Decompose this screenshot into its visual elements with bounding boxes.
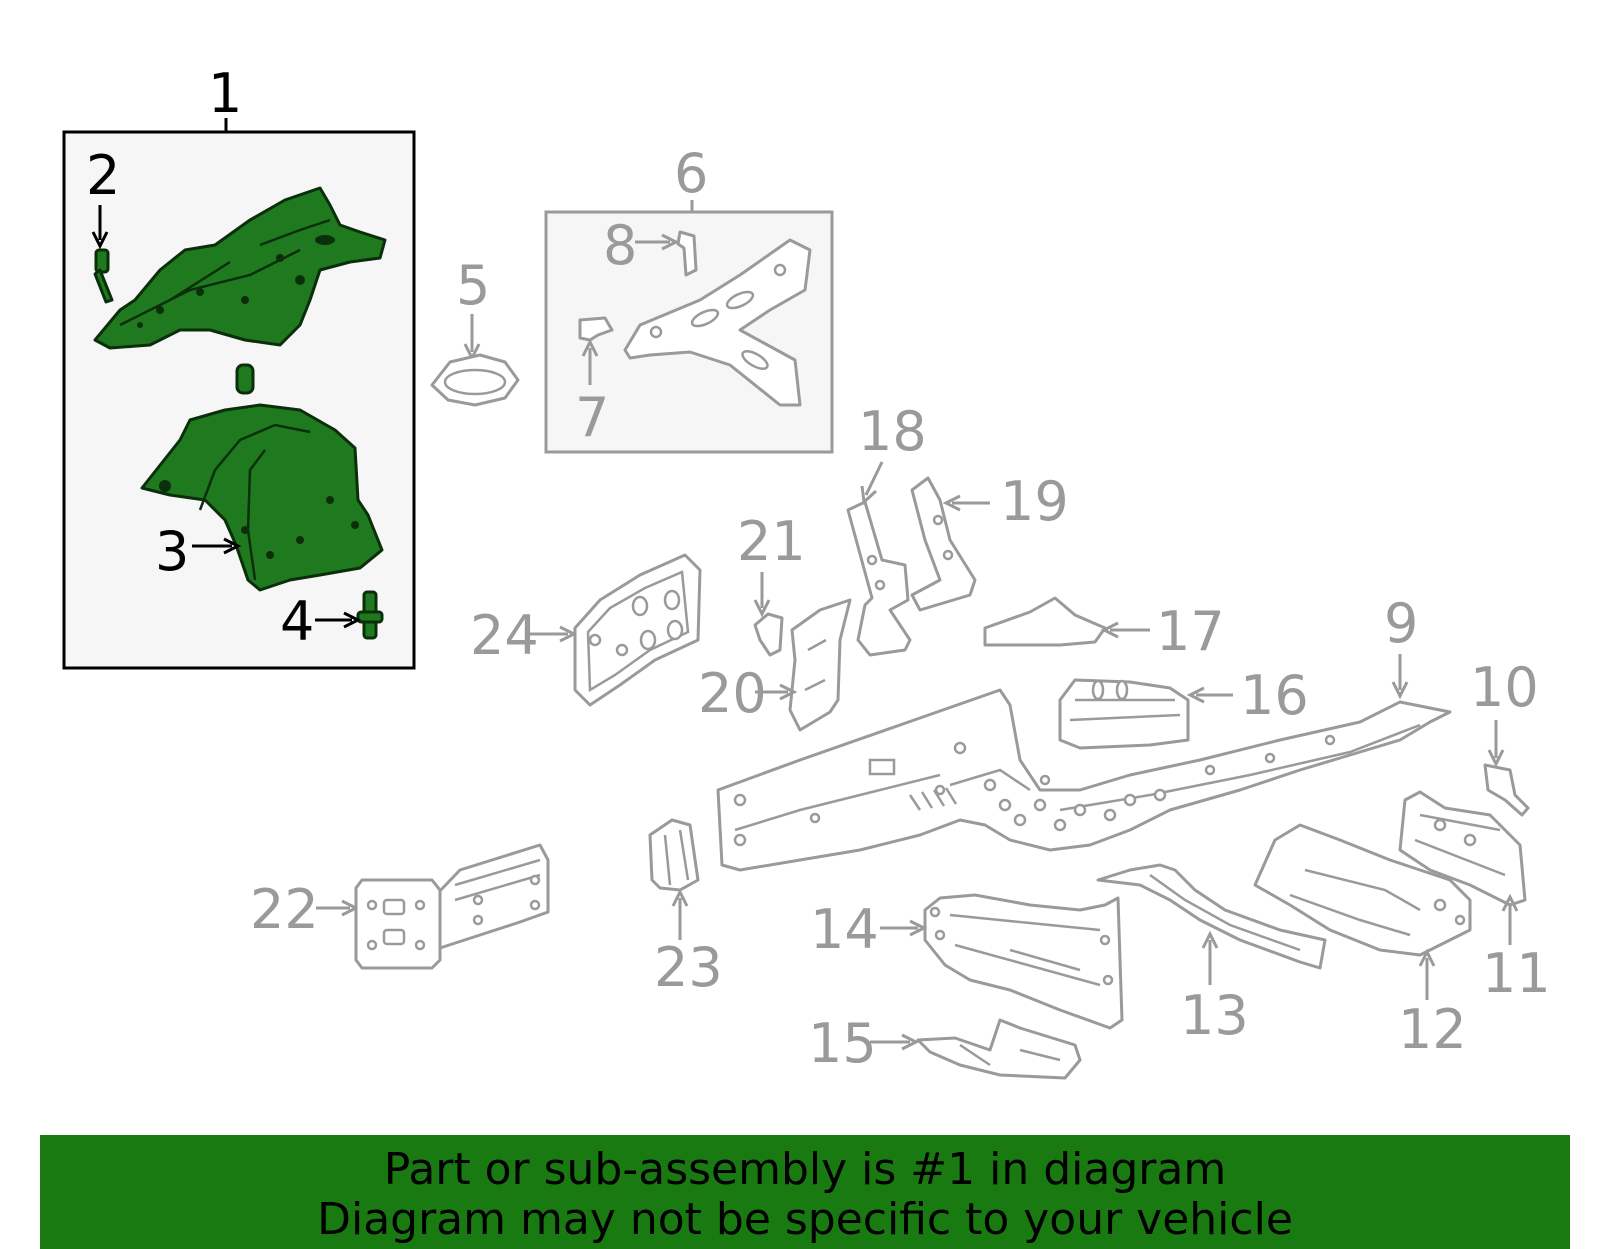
callout-13[interactable]: 13: [1180, 984, 1249, 1047]
arrow-18: [860, 461, 884, 506]
part-plate-24[interactable]: [573, 553, 702, 707]
part-crush-can-22[interactable]: [354, 843, 550, 970]
callout-1[interactable]: 1: [208, 62, 242, 125]
part-bracket-15[interactable]: [916, 1018, 1082, 1080]
arrow-3: [192, 537, 242, 555]
part-cap-5[interactable]: [430, 353, 520, 407]
part-wheelhouse[interactable]: [140, 363, 384, 592]
part-brace-19[interactable]: [910, 476, 977, 612]
arrow-13: [1201, 930, 1219, 985]
part-pillar-18[interactable]: [846, 500, 912, 657]
arrow-14: [880, 919, 928, 937]
callout-18[interactable]: 18: [858, 400, 927, 463]
part-clip-8[interactable]: [676, 230, 698, 277]
disclaimer-banner: Part or sub-assembly is #1 in diagram Di…: [40, 1135, 1570, 1249]
part-clip-10[interactable]: [1483, 763, 1530, 817]
part-upper-rail[interactable]: [93, 186, 387, 350]
arrow-20: [755, 683, 798, 701]
arrow-10: [1487, 720, 1505, 768]
arrow-22: [316, 899, 360, 917]
callout-6[interactable]: 6: [674, 142, 708, 205]
callout-15[interactable]: 15: [808, 1012, 877, 1075]
banner-line-1: Part or sub-assembly is #1 in diagram: [383, 1144, 1227, 1195]
callout-4[interactable]: 4: [280, 590, 314, 653]
arrow-5: [463, 314, 481, 362]
part-rail-14[interactable]: [923, 893, 1124, 1030]
callout-16[interactable]: 16: [1240, 664, 1309, 727]
arrow-17: [1100, 621, 1150, 639]
arrow-12: [1418, 948, 1436, 1000]
part-gusset-17[interactable]: [983, 596, 1107, 647]
callout-8[interactable]: 8: [603, 214, 637, 277]
part-bracket-21[interactable]: [753, 612, 784, 657]
part-bolt-4[interactable]: [356, 590, 384, 640]
callout-24[interactable]: 24: [470, 604, 539, 667]
part-clip-7[interactable]: [578, 316, 614, 342]
callout-2[interactable]: 2: [86, 144, 120, 207]
arrow-15: [870, 1033, 920, 1051]
part-bracket-16[interactable]: [1058, 678, 1190, 750]
part-bracket-23[interactable]: [648, 818, 700, 892]
callout-17[interactable]: 17: [1156, 600, 1225, 663]
arrow-2: [91, 205, 109, 250]
banner-line-2: Diagram may not be specific to your vehi…: [317, 1194, 1293, 1245]
callout-7[interactable]: 7: [575, 386, 609, 449]
arrow-9: [1391, 654, 1409, 700]
arrow-8: [635, 233, 680, 251]
arrow-11: [1501, 893, 1519, 945]
callout-19[interactable]: 19: [1000, 470, 1069, 533]
part-reinforcement-20[interactable]: [788, 598, 852, 732]
part-panel-11[interactable]: [1398, 790, 1527, 907]
arrow-19: [942, 494, 990, 512]
callout-9[interactable]: 9: [1384, 592, 1418, 655]
callout-23[interactable]: 23: [654, 936, 723, 999]
callout-22[interactable]: 22: [250, 878, 319, 941]
arrow-4: [315, 611, 362, 629]
part-rail-13[interactable]: [1096, 863, 1327, 970]
arrow-21: [753, 572, 771, 618]
part-frame-rail-9[interactable]: [716, 688, 1452, 872]
part-rail-extension-12[interactable]: [1253, 823, 1472, 957]
callout-5[interactable]: 5: [456, 254, 490, 317]
callout-3[interactable]: 3: [155, 520, 189, 583]
assembly-1-box: [62, 130, 416, 670]
callout-10[interactable]: 10: [1470, 656, 1539, 719]
arrow-16: [1186, 686, 1233, 704]
callout-21[interactable]: 21: [737, 510, 806, 573]
part-rail-bracket-6[interactable]: [623, 238, 812, 407]
callout-14[interactable]: 14: [810, 898, 879, 961]
arrow-23: [671, 888, 689, 940]
part-bolt-2[interactable]: [93, 248, 114, 304]
arrow-7: [581, 338, 599, 385]
callout-11[interactable]: 11: [1482, 942, 1551, 1005]
callout-12[interactable]: 12: [1398, 998, 1467, 1061]
